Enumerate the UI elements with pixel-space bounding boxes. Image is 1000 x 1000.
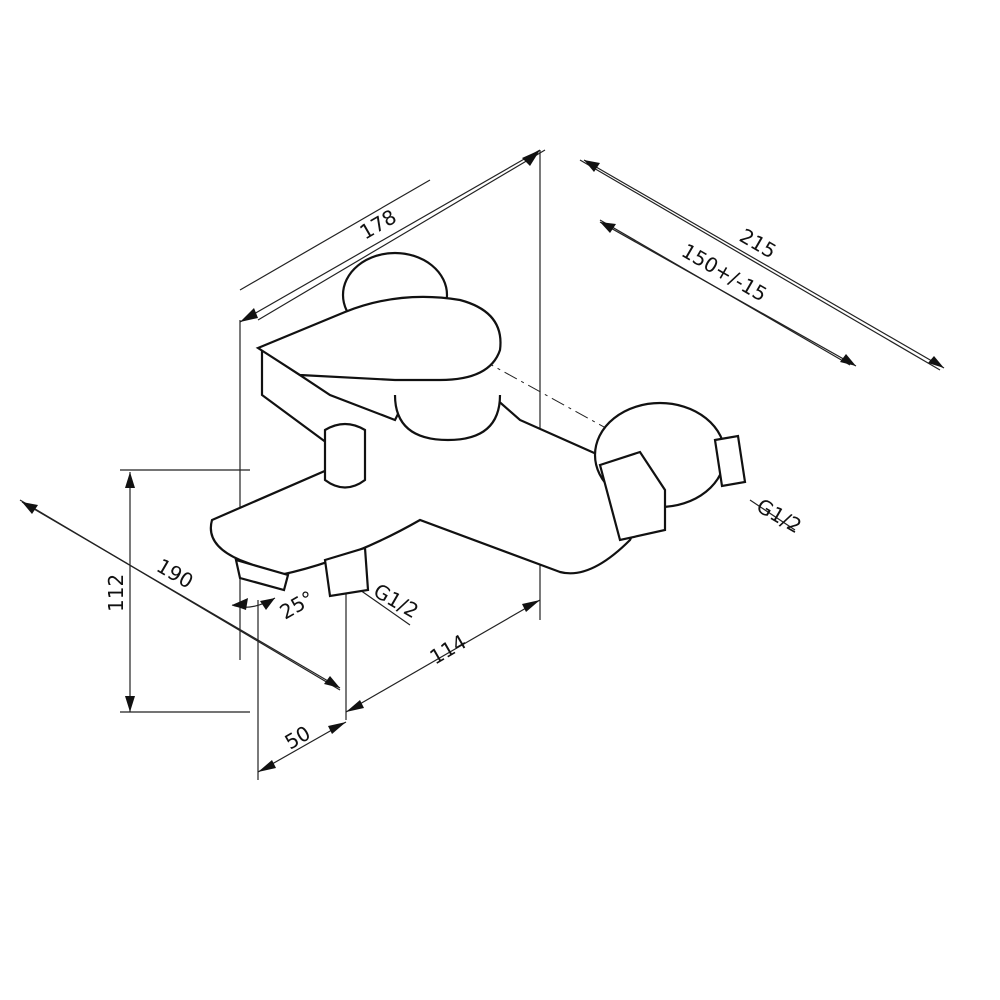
dim-190: 190 [153, 554, 198, 594]
dim-114: 114 [426, 629, 471, 669]
thread-inlet-label: G1/2 [370, 579, 423, 624]
dim-215: 215 [736, 224, 781, 264]
dimension-lines [21, 149, 945, 773]
dim-112: 112 [104, 574, 128, 612]
thread-outlet-label: G1/2 [753, 494, 806, 539]
dim-25-degrees: 25° [276, 586, 319, 625]
dim-50: 50 [281, 721, 315, 755]
faucet-body [209, 251, 747, 598]
dim-178: 178 [356, 204, 401, 244]
